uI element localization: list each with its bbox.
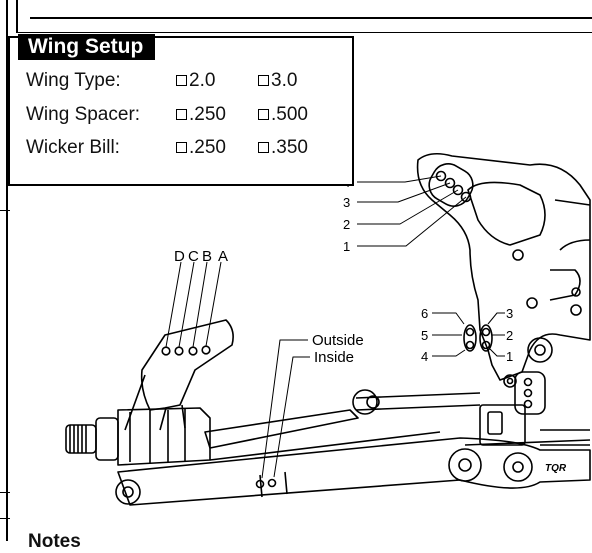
checkbox-icon[interactable] (176, 109, 187, 120)
upper-link (204, 409, 359, 449)
page-left-rule (6, 0, 8, 541)
margin-tick (0, 492, 10, 493)
wing-type-option-2-0[interactable]: 2.0 (176, 70, 215, 92)
wing-spacer-row: Wing Spacer: .250 .500 (26, 104, 308, 126)
checkbox-icon[interactable] (258, 75, 269, 86)
wing-type-option-3-0[interactable]: 3.0 (258, 70, 297, 92)
wing-hole-label: 1 (343, 239, 350, 254)
checkbox-icon[interactable] (258, 109, 269, 120)
mount-hole-label: D (174, 248, 185, 265)
checkbox-icon[interactable] (176, 142, 187, 153)
wicker-bill-option-250[interactable]: .250 (176, 137, 226, 159)
checkbox-icon[interactable] (258, 142, 269, 153)
wing-hole-label: 2 (343, 217, 350, 232)
left-hole-label: 6 (421, 306, 428, 321)
chassis-drawing: 4 3 2 1 D C B A 6 5 4 3 2 1 Outside Insi… (65, 152, 591, 506)
outside-label: Outside (312, 332, 364, 349)
wing-type-row: Wing Type: 2.0 3.0 (26, 70, 297, 92)
right-hole-label: 3 (506, 306, 513, 321)
margin-tick (0, 518, 10, 519)
wing-setup-title: Wing Setup (18, 34, 156, 60)
wing-setup-box (8, 36, 354, 186)
checkbox-icon[interactable] (176, 75, 187, 86)
wing-plate (416, 152, 591, 381)
row-label: Wing Spacer: (26, 104, 141, 125)
mount-hole-label: B (202, 248, 212, 265)
wing-spacer-option-500[interactable]: .500 (258, 104, 308, 126)
margin-tick (0, 210, 10, 211)
notes-heading: Notes (28, 531, 81, 552)
wing-mount (140, 319, 234, 411)
wing-spacer-option-250[interactable]: .250 (176, 104, 226, 126)
right-hole-label: 1 (506, 349, 513, 364)
left-hole-label: 4 (421, 349, 428, 364)
row-label: Wicker Bill: (26, 137, 120, 158)
lower-arm (117, 437, 591, 506)
tqr-logo-text: TQR (545, 463, 567, 474)
right-hole-label: 2 (506, 328, 513, 343)
wicker-bill-option-350[interactable]: .350 (258, 137, 308, 159)
left-hole-label: 5 (421, 328, 428, 343)
row-label: Wing Type: (26, 70, 121, 91)
mount-hole-label: C (188, 248, 199, 265)
wing-hole-label: 3 (343, 195, 350, 210)
mount-hole-label: A (218, 248, 228, 265)
top-notes-line (30, 17, 592, 19)
top-notes-box (16, 0, 592, 33)
wicker-bill-row: Wicker Bill: .250 .350 (26, 137, 308, 159)
inside-label: Inside (314, 349, 354, 366)
